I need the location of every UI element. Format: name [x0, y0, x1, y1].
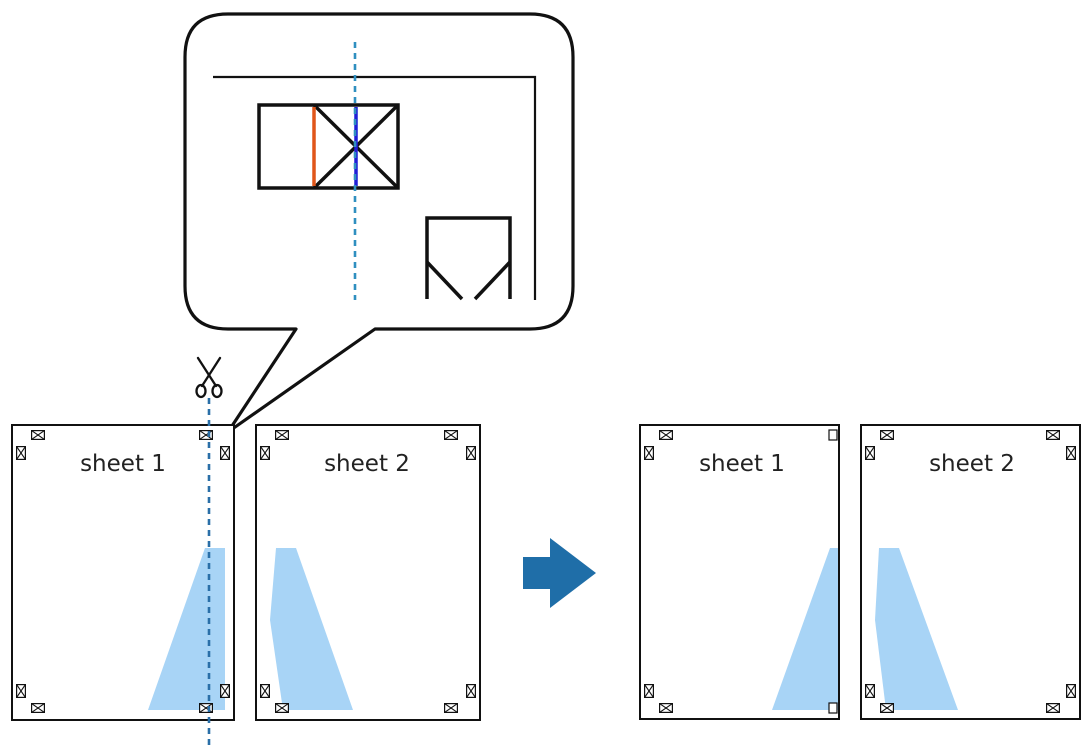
sheet-label: sheet 2 [324, 451, 410, 477]
zoom-partial-marker [425, 216, 512, 301]
image-fragment [148, 548, 225, 710]
sheet-label: sheet 1 [80, 451, 166, 477]
left-sheet-2: sheet 2 [255, 424, 481, 721]
image-fragment [875, 548, 958, 710]
zoom-callout [183, 12, 575, 434]
image-fragment [270, 548, 353, 710]
right-sheet-2: sheet 2 [860, 424, 1081, 720]
after-cut-group: sheet 1 sheet 2 [639, 424, 1081, 720]
sheet-label: sheet 2 [929, 451, 1015, 477]
zoom-alignment-marker [257, 103, 400, 190]
image-fragment [772, 548, 838, 710]
scissors-icon [195, 356, 223, 399]
trimmed-marker [828, 429, 838, 441]
trimmed-marker [828, 702, 838, 714]
left-sheet-1: sheet 1 [11, 424, 235, 721]
arrow-right-icon [523, 538, 596, 608]
sheet-label: sheet 1 [699, 451, 785, 477]
zoom-page-corner [213, 75, 537, 300]
before-cut-group: sheet 1 sheet 2 [11, 356, 481, 745]
right-sheet-1: sheet 1 [639, 424, 840, 720]
